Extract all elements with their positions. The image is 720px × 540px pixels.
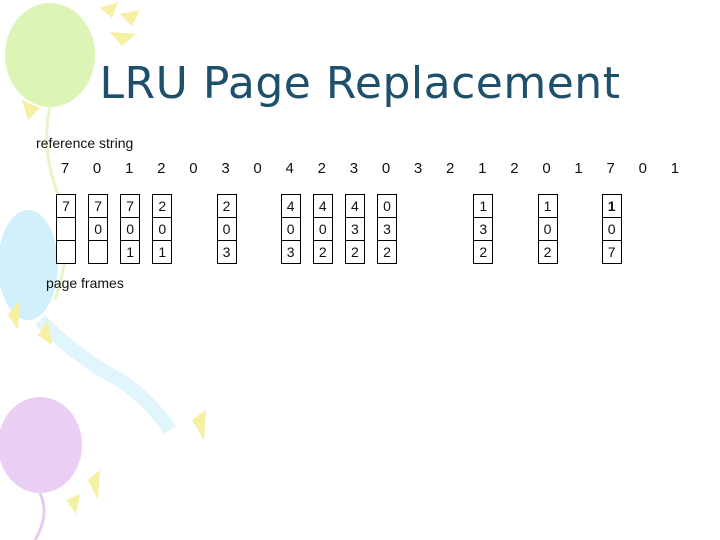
reference-item: 7 bbox=[606, 160, 615, 177]
reference-item: 0 bbox=[638, 160, 647, 177]
frame-cell: 1 bbox=[126, 244, 135, 260]
frame-cell: 1 bbox=[158, 244, 167, 260]
reference-item: 7 bbox=[60, 160, 70, 177]
frame-cell: 4 bbox=[313, 195, 332, 218]
reference-item: 2 bbox=[510, 160, 519, 177]
reference-item: 0 bbox=[189, 160, 198, 177]
frame-cell: 0 bbox=[153, 218, 172, 241]
reference-item: 0 bbox=[253, 160, 262, 177]
reference-item: 0 bbox=[92, 160, 102, 177]
frame-cell: 2 bbox=[479, 244, 488, 260]
frame-cell: 2 bbox=[350, 244, 359, 260]
frame-cell: 3 bbox=[222, 244, 231, 260]
frame-cell: 2 bbox=[217, 195, 236, 218]
frame-cell: 1 bbox=[602, 195, 621, 218]
frame-cell: 0 bbox=[313, 218, 332, 241]
frame-cell: 0 bbox=[602, 218, 621, 241]
frame-cell: 3 bbox=[345, 218, 364, 241]
reference-item: 2 bbox=[446, 160, 455, 177]
frame-cell: 0 bbox=[281, 218, 300, 241]
frame-cell: 7 bbox=[57, 195, 75, 218]
frame-cell: 3 bbox=[286, 244, 295, 260]
frame-cell: 4 bbox=[281, 195, 300, 218]
frame-cell: 2 bbox=[383, 244, 391, 260]
frame-cell: 3 bbox=[474, 218, 493, 241]
frame-cell: 2 bbox=[318, 244, 327, 260]
frame-cell: 2 bbox=[543, 244, 552, 260]
frame-cell bbox=[89, 241, 107, 265]
reference-item: 2 bbox=[317, 160, 326, 177]
reference-item: 0 bbox=[381, 160, 391, 177]
frame-cell: 0 bbox=[121, 218, 140, 241]
reference-item: 1 bbox=[125, 160, 134, 177]
reference-item: 3 bbox=[413, 160, 423, 177]
reference-string-label: reference string bbox=[36, 135, 134, 151]
frame-cell bbox=[57, 218, 75, 241]
frame-cell bbox=[57, 241, 75, 265]
frame-cell: 0 bbox=[89, 218, 108, 241]
reference-item: 3 bbox=[349, 160, 359, 177]
frame-cell: 7 bbox=[121, 195, 140, 218]
frame-cell: 4 bbox=[345, 195, 364, 218]
frame-cell: 3 bbox=[378, 218, 396, 241]
frame-cell: 7 bbox=[89, 195, 108, 218]
reference-item: 1 bbox=[670, 160, 680, 177]
frame-cell: 2 bbox=[153, 195, 172, 218]
reference-item: 1 bbox=[478, 160, 487, 177]
frame-cell: 0 bbox=[217, 218, 236, 241]
frame-cell: 0 bbox=[378, 195, 396, 218]
reference-item: 0 bbox=[542, 160, 551, 177]
frame-cell: 7 bbox=[607, 244, 616, 260]
reference-item: 4 bbox=[285, 160, 294, 177]
frame-cell: 1 bbox=[474, 195, 493, 218]
reference-item: 1 bbox=[574, 160, 583, 177]
page-frames-label: page frames bbox=[46, 275, 124, 291]
slide-title: LRU Page Replacement bbox=[99, 58, 621, 109]
page-frame-column: 7 bbox=[56, 194, 76, 264]
reference-item: 2 bbox=[157, 160, 166, 177]
frame-cell: 0 bbox=[538, 218, 557, 241]
reference-item: 3 bbox=[221, 160, 230, 177]
frame-cell: 1 bbox=[538, 195, 557, 218]
